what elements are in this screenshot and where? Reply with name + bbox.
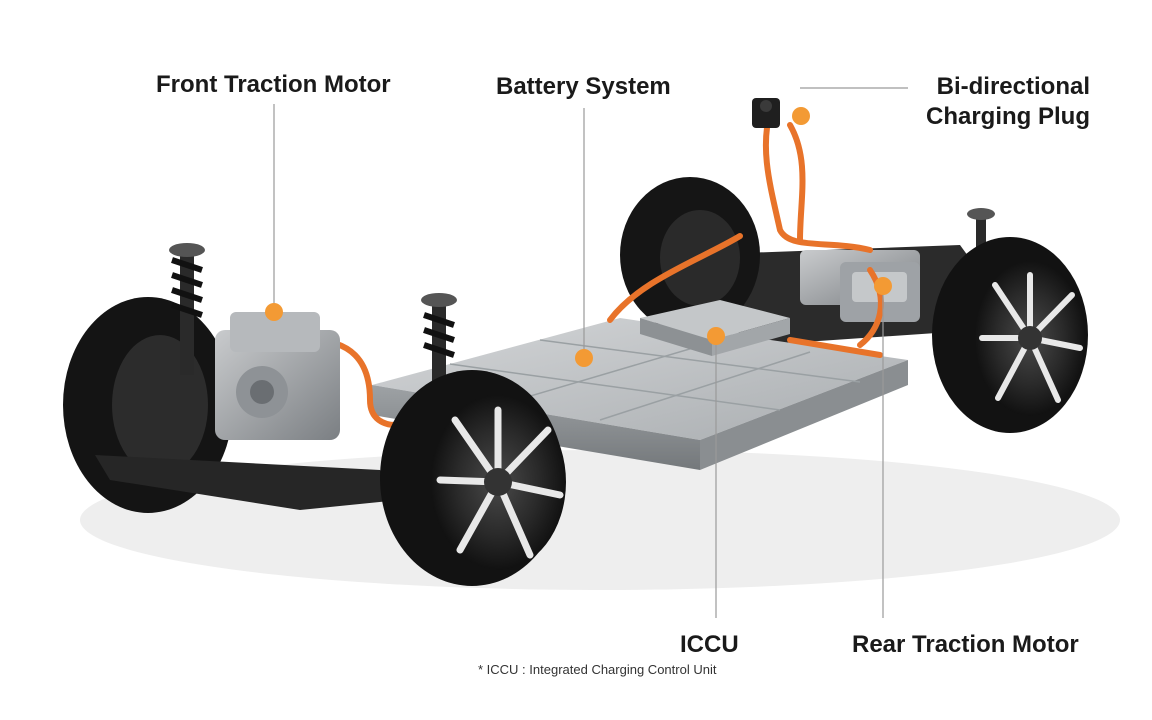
rear-strut: [967, 208, 995, 252]
iccu-unit: [640, 300, 790, 356]
marker-rear-motor: [874, 277, 892, 295]
footnote-iccu: * ICCU : Integrated Charging Control Uni…: [478, 662, 717, 677]
marker-charging-plug: [792, 107, 810, 125]
label-charging-plug-line1: Bi-directional: [936, 73, 1090, 100]
charging-plug: [752, 98, 780, 128]
label-front-traction-motor: Front Traction Motor: [156, 71, 391, 98]
marker-iccu: [707, 327, 725, 345]
marker-front-motor: [265, 303, 283, 321]
label-iccu: ICCU: [680, 631, 739, 658]
rear-right-wheel: [932, 237, 1088, 433]
front-subframe: [95, 312, 400, 510]
hv-cables: [307, 109, 884, 428]
label-charging-plug-line2: Charging Plug: [926, 103, 1090, 130]
label-charging-plug: Bi-directional Charging Plug: [910, 72, 1090, 132]
leader-lines: [273, 87, 908, 618]
label-battery-system: Battery System: [496, 73, 671, 100]
marker-battery: [575, 349, 593, 367]
label-rear-traction-motor: Rear Traction Motor: [852, 631, 1079, 658]
markers: [265, 107, 892, 367]
front-right-wheel: [380, 370, 566, 586]
front-struts: [169, 243, 457, 385]
